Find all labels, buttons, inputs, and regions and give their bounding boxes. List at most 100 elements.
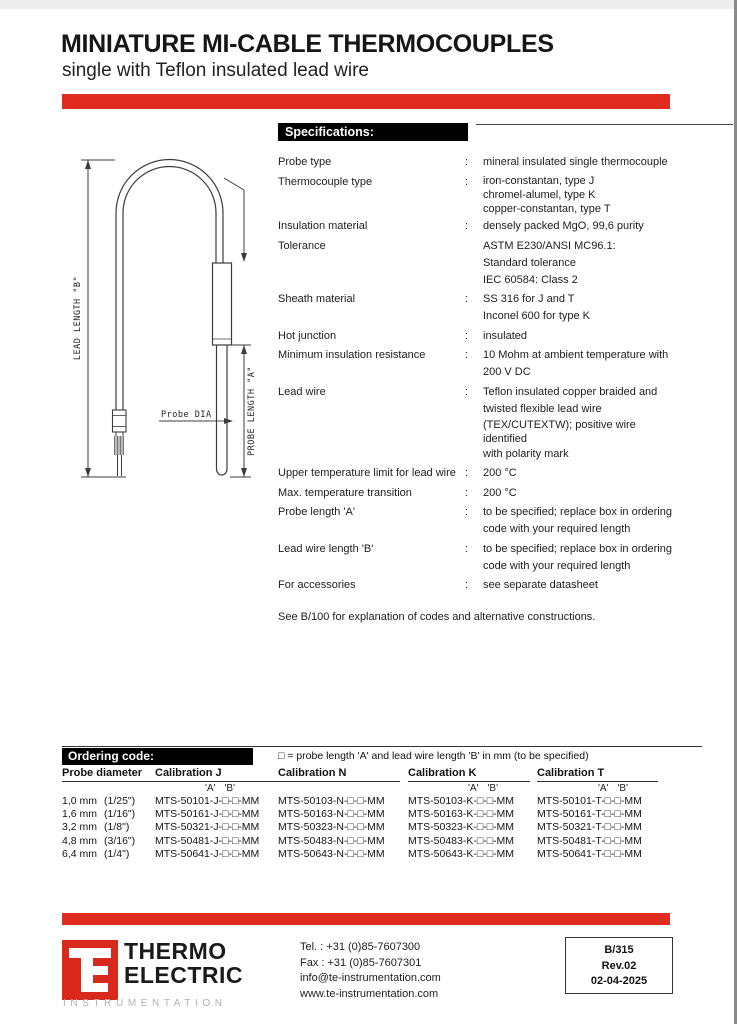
spec-value-line: identified xyxy=(483,432,528,445)
spec-label: Upper temperature limit for lead wire xyxy=(278,467,456,479)
arrow-b-bottom xyxy=(85,468,91,477)
spec-row: Lead wire length 'B':to be specified; re… xyxy=(278,541,736,575)
contact-email: info@te-instrumentation.com xyxy=(300,972,441,984)
probe-length-label: PROBE LENGTH "A" xyxy=(247,366,257,456)
spec-value-line: ASTM E230/ANSI MC96.1: xyxy=(483,239,616,252)
ordering-rows: 1,0 mm(1/25")MTS-50101-J-□-□-MM MTS-50103… xyxy=(62,795,672,861)
brand-line-instrumentation: INSTRUMENTATION xyxy=(63,998,227,1009)
accent-bar-bottom xyxy=(62,913,670,925)
spec-colon: : xyxy=(465,467,469,479)
ordering-code: MTS-50641-J-□-□-MM xyxy=(155,847,260,860)
spec-colon xyxy=(465,238,483,289)
spec-value-line: copper-constantan, type T xyxy=(483,202,611,215)
spec-colon: : xyxy=(465,156,469,168)
spec-value: ASTM E230/ANSI MC96.1:Standard tolerance… xyxy=(483,238,735,289)
ordering-code: MTS-50483-N-□-□-MM xyxy=(278,834,385,847)
logo-stem xyxy=(81,948,93,992)
ordering-legend: □ = probe length 'A' and lead wire lengt… xyxy=(278,750,589,762)
diameter-mm: 6,4 mm xyxy=(62,847,98,860)
ordering-row: 4,8 mm(3/16")MTS-50481-J-□-□-MM MTS-50483… xyxy=(62,835,672,848)
a-label: 'A' xyxy=(205,783,216,794)
spec-value-line: chromel-alumel, type K xyxy=(483,188,596,201)
tube-inner-outline xyxy=(122,165,217,410)
contact-tel: Tel. : +31 (0)85-7607300 xyxy=(300,941,421,953)
spec-value-line: 200 °C xyxy=(483,486,517,499)
ordering-code: MTS-50101-J-□-□-MM xyxy=(155,795,260,807)
b-label: 'B' xyxy=(617,783,629,794)
spec-label: Lead wire xyxy=(278,385,326,398)
specifications-rule xyxy=(476,124,733,125)
ordering-heading: Ordering code: xyxy=(62,748,253,765)
ordering-code: MTS-50101-T-□-□-MM xyxy=(537,795,642,807)
accent-bar-top xyxy=(62,94,670,109)
col-calibration-k: Calibration K xyxy=(408,767,477,779)
transition-sleeve xyxy=(211,262,233,346)
tube-outer-outline xyxy=(115,158,224,410)
spec-value-line: see separate datasheet xyxy=(483,579,598,591)
diameter-inch: (1/25") xyxy=(104,795,136,807)
spec-value-line: code with your required length xyxy=(483,559,631,572)
arrow-b-top xyxy=(85,160,91,169)
ordering-top-rule xyxy=(62,746,702,747)
probe-diameter-cell: 3,2 mm(1/8") xyxy=(62,821,155,834)
spec-label: Minimum insulation resistance xyxy=(278,349,426,361)
spec-row: Minimum insulation resistance: 10 Mohm at… xyxy=(278,347,736,381)
col-calibration-j: Calibration J xyxy=(155,767,222,779)
ordering-column-headers: Probe diameter Calibration J Calibration… xyxy=(62,767,672,779)
ordering-code: MTS-50643-N-□-□-MM xyxy=(278,847,385,860)
spec-label: For accessories xyxy=(278,579,356,591)
ordering-code: MTS-50321-T-□-□-MM xyxy=(537,821,642,834)
lead-connector xyxy=(111,409,127,433)
diameter-inch: (1/8") xyxy=(104,821,130,834)
page-right-border xyxy=(734,0,737,1024)
logo-e-arm-2 xyxy=(93,983,108,992)
brand-line-electric: ELECTRIC xyxy=(124,962,243,988)
ab-labels: 'A''B' xyxy=(408,783,537,794)
spec-value: densely packed MgO, 99,6 purity xyxy=(483,218,735,235)
spec-value: insulated xyxy=(483,328,735,345)
col-calibration-n: Calibration N xyxy=(278,767,347,779)
spec-row: Insulation material:densely packed MgO, … xyxy=(278,218,736,235)
spec-row: Thermocouple type:iron-constantan, type … xyxy=(278,174,736,216)
spec-value-line: IEC 60584: Class 2 xyxy=(483,273,578,286)
spec-value: to be specified; replace box in ordering… xyxy=(483,541,735,575)
spec-value-line: Inconel 600 for type K xyxy=(483,310,591,322)
spec-colon: : xyxy=(465,175,469,188)
ordering-code: MTS-50481-J-□-□-MM xyxy=(155,834,260,847)
spec-colon: : xyxy=(465,293,469,305)
spec-value-line: 10 Mohm at ambient temperature with xyxy=(483,349,669,361)
ordering-code: MTS-50641-T-□-□-MM xyxy=(537,847,642,860)
probe-diameter-cell: 1,0 mm(1/25") xyxy=(62,795,155,808)
ordering-code: MTS-50323-N-□-□-MM xyxy=(278,821,385,834)
spec-label: Hot junction xyxy=(278,329,337,342)
page-top-strip xyxy=(0,0,737,9)
spec-value-line: with polarity mark xyxy=(483,447,569,460)
a-label: 'A' xyxy=(598,783,609,794)
contact-website: www.te-instrumentation.com xyxy=(300,987,439,1000)
doc-number: B/315 xyxy=(604,944,634,956)
header-underline-2 xyxy=(408,781,530,782)
spec-row: For accessories:see separate datasheet xyxy=(278,577,736,594)
spec-value: see separate datasheet xyxy=(483,577,735,594)
probe-diagram: LEAD LENGTH "B" PROBE LENGTH "A" Probe D… xyxy=(73,158,257,478)
spec-value: mineral insulated single thermocouple xyxy=(483,154,735,171)
probe-diameter-cell: 4,8 mm(3/16") xyxy=(62,835,155,848)
spec-value-line: 200 °C xyxy=(483,467,517,479)
ordering-code: MTS-50103-N-□-□-MM xyxy=(278,795,385,807)
spec-value-line: code with your required length xyxy=(483,523,631,535)
spec-value-line: densely packed MgO, 99,6 purity xyxy=(483,220,644,232)
probe-shaft xyxy=(215,345,228,476)
page-title: MINIATURE MI-CABLE THERMOCOUPLES xyxy=(61,30,554,58)
spec-colon: : xyxy=(465,349,469,361)
doc-date: 02-04-2025 xyxy=(590,975,648,987)
codes-note: See B/100 for explanation of codes and a… xyxy=(278,611,596,623)
ordering-code: MTS-50643-K-□-□-MM xyxy=(408,847,515,860)
